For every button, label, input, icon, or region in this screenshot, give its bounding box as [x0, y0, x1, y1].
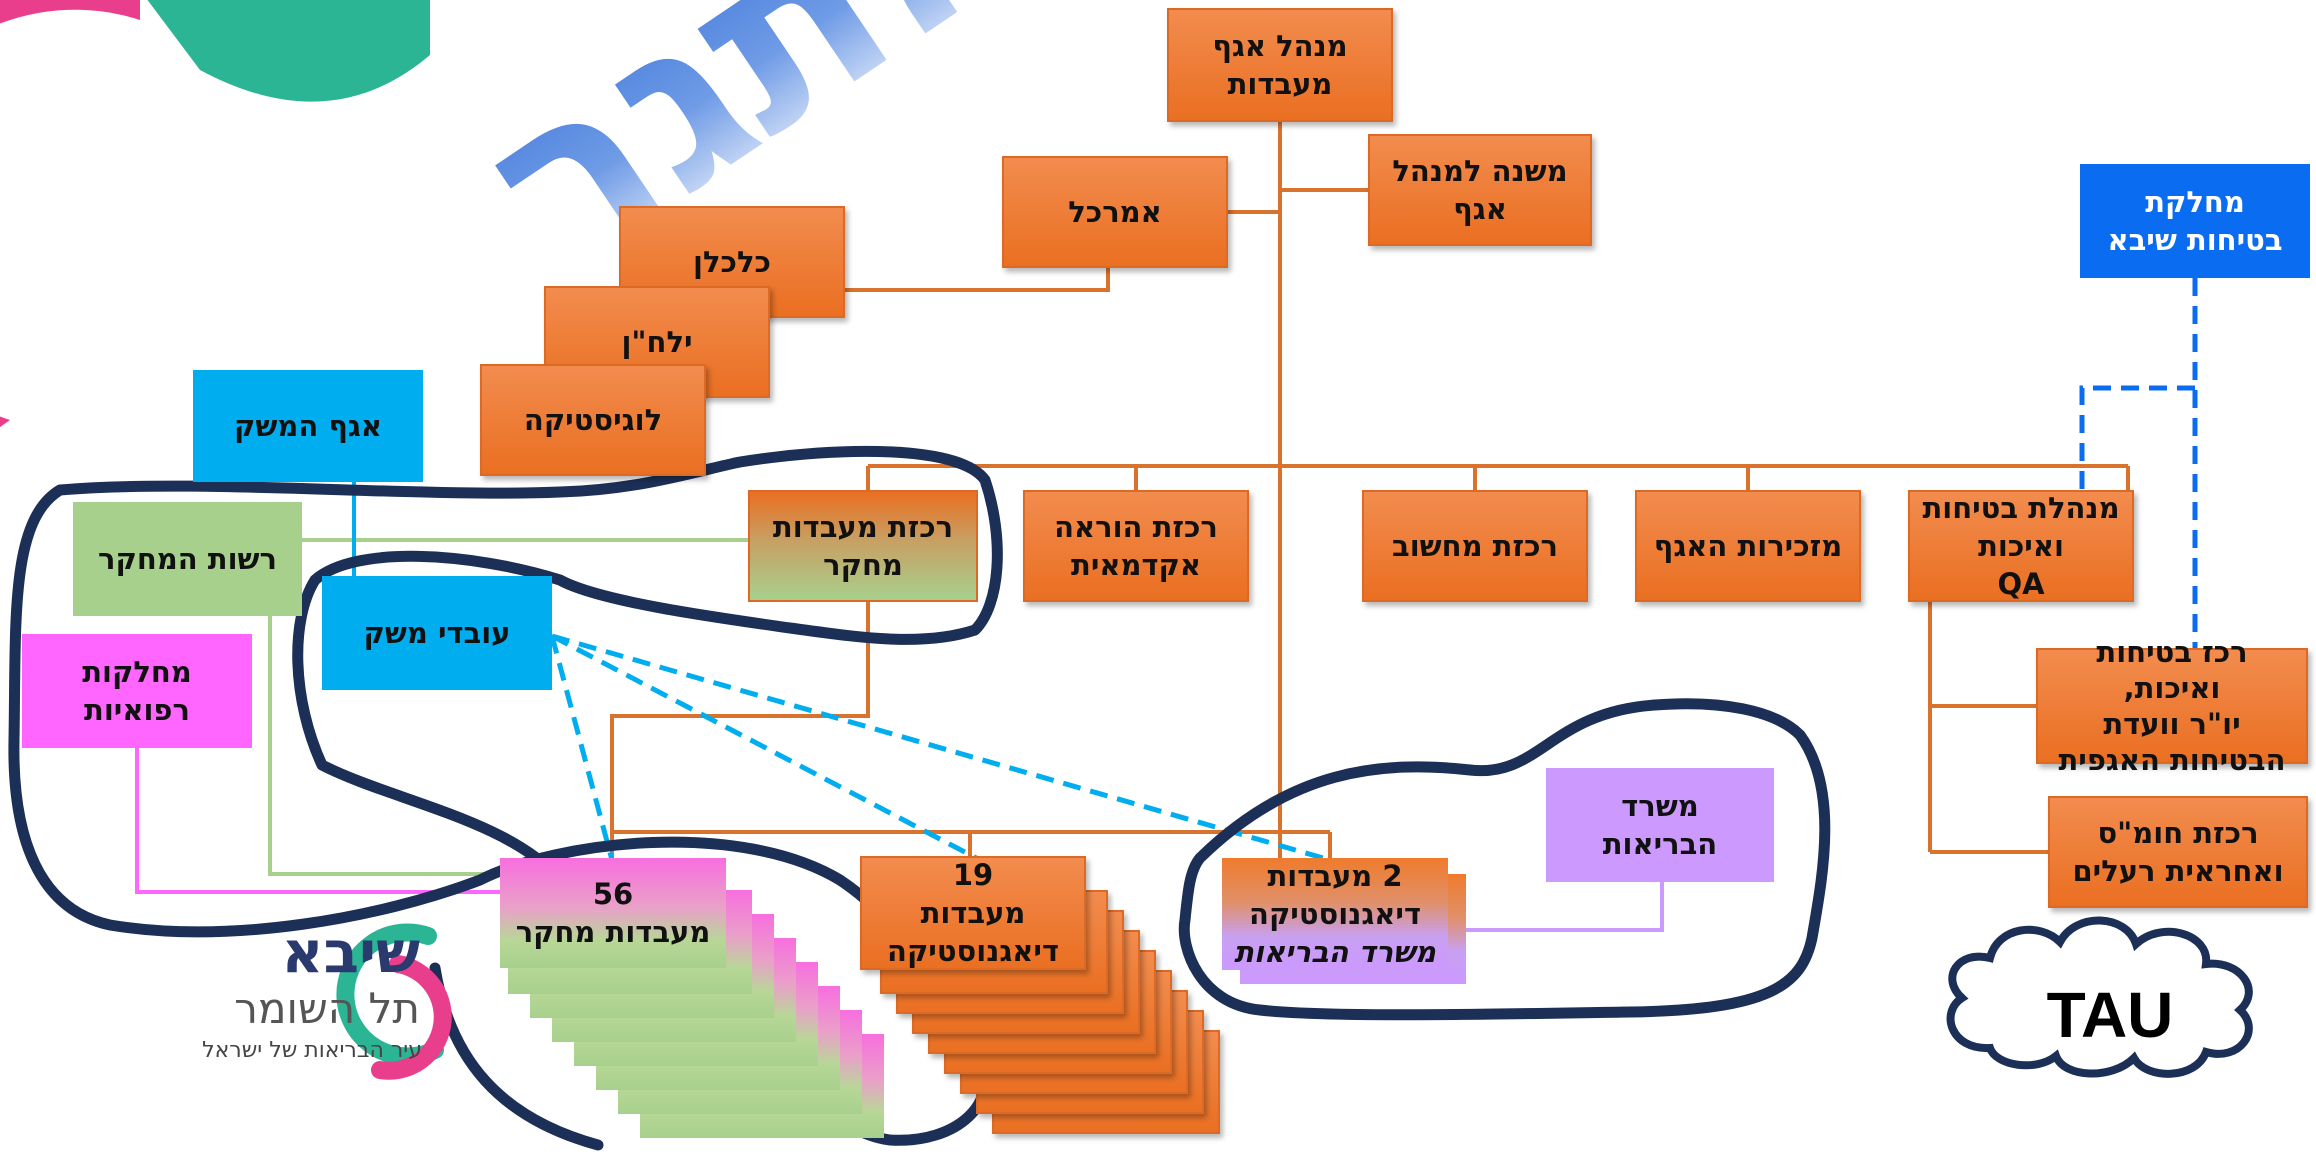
- logo-subtitle: תל השומר: [234, 984, 420, 1033]
- node-line: רכזת הוראה: [1054, 510, 1218, 544]
- node-line: רשות המחקר: [98, 542, 277, 576]
- node-line: עובדי משק: [363, 616, 511, 650]
- deputy-director-node: משנה למנהל אגף: [1368, 134, 1592, 246]
- hazmat-coordinator-node: רכזת חומ"ס ואחראית רעלים: [2048, 796, 2308, 908]
- node-line: אגף המשק: [234, 409, 382, 443]
- node-line: 19: [952, 858, 994, 892]
- node-line: משרד הבריאות: [1234, 935, 1436, 969]
- node-line: מעבדות מחקר: [515, 915, 711, 949]
- node-line: 56: [592, 877, 634, 911]
- node-line: רפואיות: [84, 693, 190, 727]
- node-line: אקדמאית: [1071, 548, 1201, 582]
- sheba-safety-dept-node: מחלקת בטיחות שיבא: [2080, 164, 2310, 278]
- household-workers-node: עובדי משק: [322, 576, 552, 690]
- node-line: רכזת מחשוב: [1392, 529, 1558, 563]
- node-line: הבריאות: [1602, 827, 1718, 861]
- node-line: רכזת מעבדות: [772, 510, 954, 544]
- amarkal-node: אמרכל: [1002, 156, 1228, 268]
- node-line: הבטיחות האגפית: [2058, 743, 2286, 777]
- node-line: משנה למנהל: [1392, 154, 1568, 188]
- research-labs-coordinator-node: רכזת מעבדות מחקר: [748, 490, 978, 602]
- node-line: מנהלת בטיחות: [1922, 491, 2120, 525]
- node-line: רכזת חומ"ס: [2097, 816, 2259, 850]
- cloud-shape: [1946, 916, 2253, 1078]
- computing-coordinator-node: רכזת מחשוב: [1362, 490, 1588, 602]
- sheba-logo: שיבא תל השומר עיר הבריאות של ישראל: [80, 900, 500, 1100]
- logo-ring-green: [147, 0, 430, 102]
- research-authority-node: רשות המחקר: [73, 502, 302, 616]
- academic-teaching-coordinator-node: רכזת הוראה אקדמאית: [1023, 490, 1249, 602]
- node-line: ואיכות: [1978, 529, 2064, 563]
- node-line: משרד: [1621, 789, 1699, 823]
- logistics-node: לוגיסטיקה: [480, 364, 706, 476]
- node-line: רכז בטיחות ואיכות,: [2096, 635, 2248, 705]
- ministry-diagnostic-labs-node: 2 מעבדות דיאגנוסטיקה משרד הבריאות: [1222, 858, 1448, 970]
- node-line: מחקר: [823, 548, 903, 582]
- node-line: כלכלן: [693, 245, 771, 279]
- node-line: מנהל אגף: [1212, 29, 1348, 63]
- diagnostic-labs-node: 19 מעבדות דיאגנוסטיקה: [860, 856, 1086, 970]
- ministry-of-health-node: משרד הבריאות: [1546, 768, 1774, 882]
- node-line: מחלקות: [82, 655, 192, 689]
- research-labs-node: 56 מעבדות מחקר: [500, 858, 726, 968]
- safety-quality-manager-node: מנהלת בטיחות ואיכות QA: [1908, 490, 2134, 602]
- node-line: דיאגנוסטיקה: [887, 934, 1059, 968]
- node-line: מעבדות: [920, 896, 1026, 930]
- node-line: אגף: [1453, 192, 1507, 226]
- node-line: לוגיסטיקה: [523, 403, 663, 437]
- medical-departments-node: מחלקות רפואיות: [22, 634, 252, 748]
- node-line: בטיחות שיבא: [2107, 223, 2283, 257]
- node-line: ואחראית רעלים: [2072, 854, 2284, 888]
- node-line: ילח"ן: [621, 325, 693, 359]
- division-secretariat-node: מזכירות האגף: [1635, 490, 1861, 602]
- node-line: QA: [1997, 567, 2045, 601]
- node-line: יו"ר וועדת: [2103, 707, 2241, 741]
- household-division-node: אגף המשק: [193, 370, 423, 482]
- node-line: דיאגנוסטיקה: [1249, 897, 1421, 931]
- logo-name: שיבא: [281, 918, 420, 986]
- node-line: מחלקת: [2145, 185, 2245, 219]
- node-line: מעבדות: [1227, 67, 1333, 101]
- node-line: אמרכל: [1068, 195, 1162, 229]
- sheba-logo-mark: [336, 923, 452, 1080]
- tau-label: TAU: [2046, 979, 2174, 1051]
- node-line: 2 מעבדות: [1267, 859, 1403, 893]
- logo-tagline: עיר הבריאות של ישראל: [202, 1038, 422, 1063]
- director-node: מנהל אגף מעבדות: [1167, 8, 1393, 122]
- node-line: מזכירות האגף: [1653, 529, 1843, 563]
